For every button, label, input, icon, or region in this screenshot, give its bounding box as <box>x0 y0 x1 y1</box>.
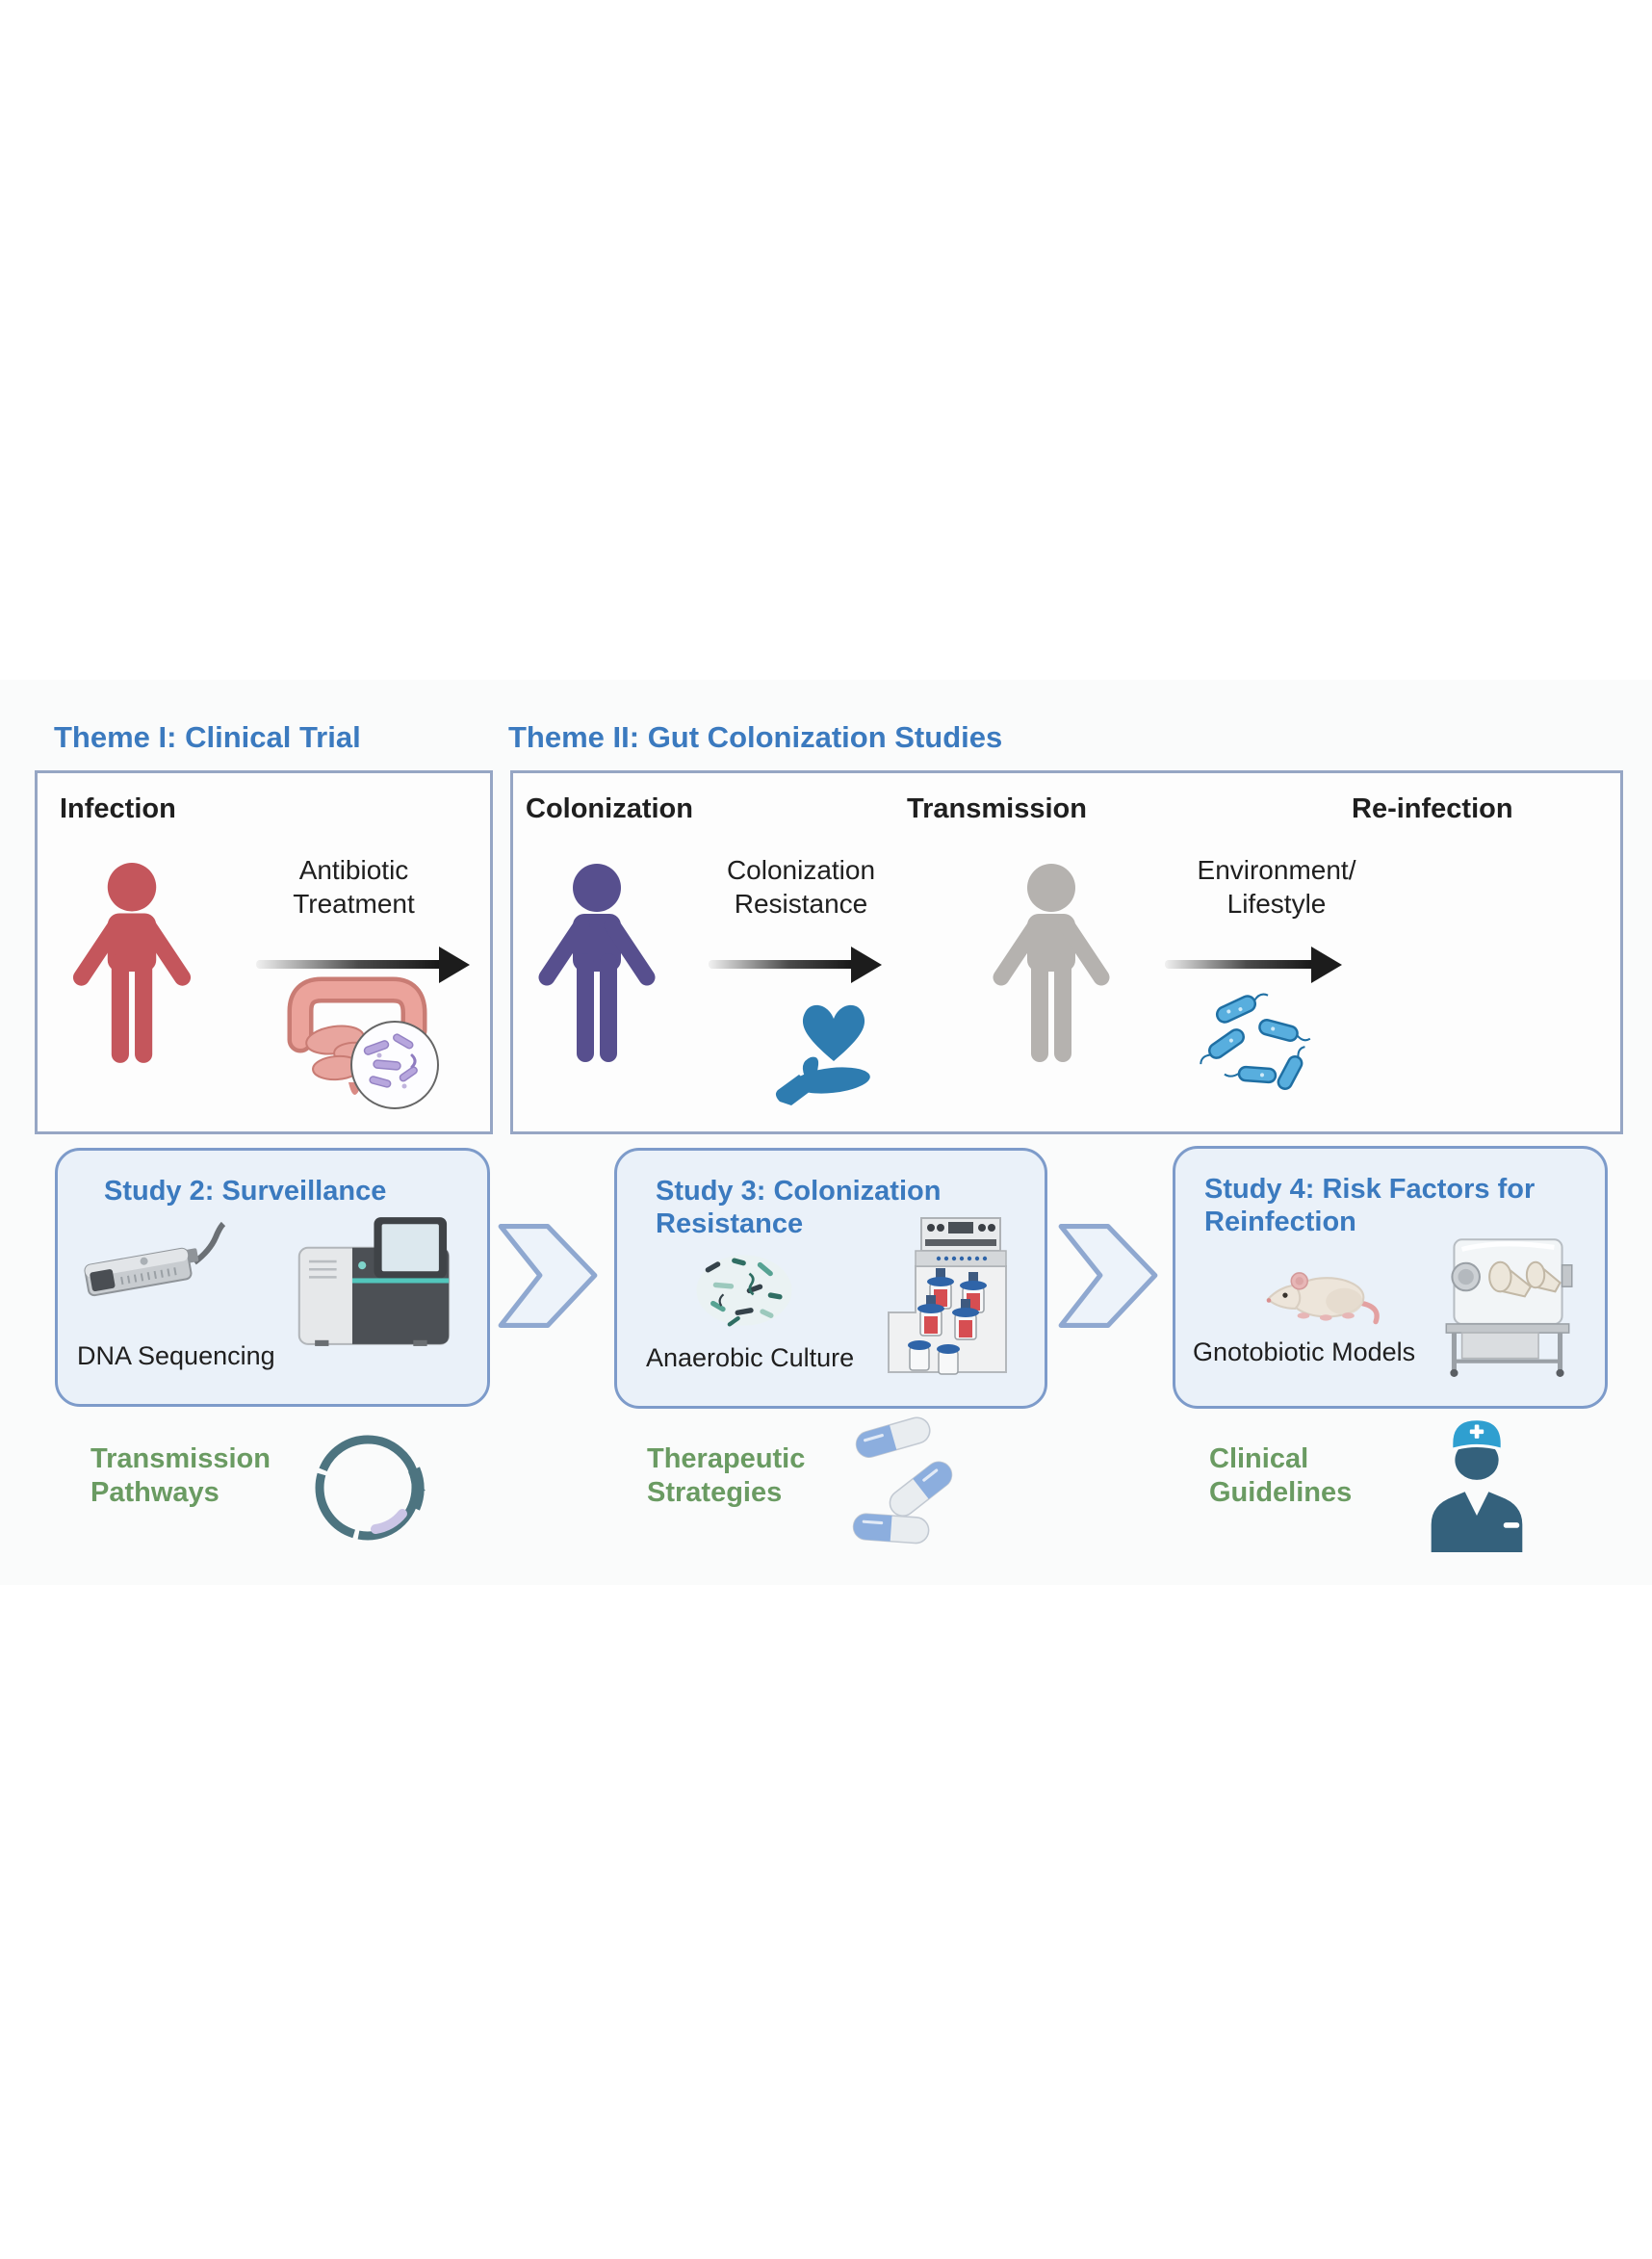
study3-title: Study 3: Colonization Resistance <box>656 1176 942 1239</box>
arrow-right-icon <box>1165 960 1315 969</box>
theme2-stage-transmission-label: Transmission <box>907 793 1087 824</box>
lab-mouse-icon <box>1260 1257 1383 1328</box>
arrow-right-icon <box>256 960 443 969</box>
output-transmission-pathways-label: Transmission Pathways <box>90 1443 271 1509</box>
heart-in-hand-icon <box>768 992 874 1105</box>
person-gray-icon <box>993 864 1110 1062</box>
arrow-right-head-icon <box>851 947 882 983</box>
study2-title: Study 2: Surveillance <box>104 1176 387 1207</box>
person-purple-icon <box>538 864 656 1062</box>
study4-title: Study 4: Risk Factors for Reinfection <box>1204 1174 1536 1237</box>
plasmid-circle-icon <box>306 1419 435 1554</box>
theme2-stage-colonization-label: Colonization <box>526 793 693 824</box>
gnotobiotic-isolator-icon <box>1439 1226 1576 1378</box>
capsule-pills-icon <box>841 1412 968 1550</box>
output-therapeutic-strategies-label: Therapeutic Strategies <box>647 1443 806 1509</box>
study3-box: Study 3: Colonization Resistance <box>614 1148 1047 1409</box>
portable-sequencer-icon <box>77 1216 226 1317</box>
theme2-arrow2-label: Environment/ Lifestyle <box>1197 855 1356 919</box>
theme2-stage-reinfection-label: Re-infection <box>1352 793 1513 824</box>
chevron-right-icon <box>493 1219 603 1333</box>
gut-microbiome-icon <box>271 971 443 1117</box>
study2-caption: DNA Sequencing <box>77 1341 275 1370</box>
person-icon <box>988 861 1115 1071</box>
bacteria-cluster-icon <box>692 1249 796 1332</box>
theme2-title: Theme II: Gut Colonization Studies <box>508 720 1003 754</box>
person-icon <box>64 861 200 1071</box>
theme1-stage-infection-label: Infection <box>60 793 176 824</box>
clinician-icon <box>1417 1414 1536 1552</box>
theme2-arrow1-label: Colonization Resistance <box>726 855 876 919</box>
study4-box: Study 4: Risk Factors for Reinfection <box>1173 1146 1608 1409</box>
benchtop-sequencer-icon <box>295 1214 458 1349</box>
chevron-right-icon <box>1053 1219 1163 1333</box>
theme1-arrow-label: Antibiotic Treatment <box>293 855 415 919</box>
output-clinical-guidelines-label: Clinical Guidelines <box>1209 1443 1353 1509</box>
study2-box: Study 2: Surveillance <box>55 1148 490 1407</box>
bacteria-icon <box>1198 988 1311 1096</box>
arrow-right-head-icon <box>1311 947 1342 983</box>
person-red-icon <box>72 863 192 1063</box>
bioreactor-icon <box>883 1212 1008 1378</box>
study4-caption: Gnotobiotic Models <box>1193 1337 1416 1366</box>
study3-caption: Anaerobic Culture <box>646 1343 855 1372</box>
person-icon <box>533 861 660 1071</box>
arrow-right-head-icon <box>439 947 470 983</box>
arrow-right-icon <box>709 960 855 969</box>
theme1-title: Theme I: Clinical Trial <box>54 720 361 754</box>
